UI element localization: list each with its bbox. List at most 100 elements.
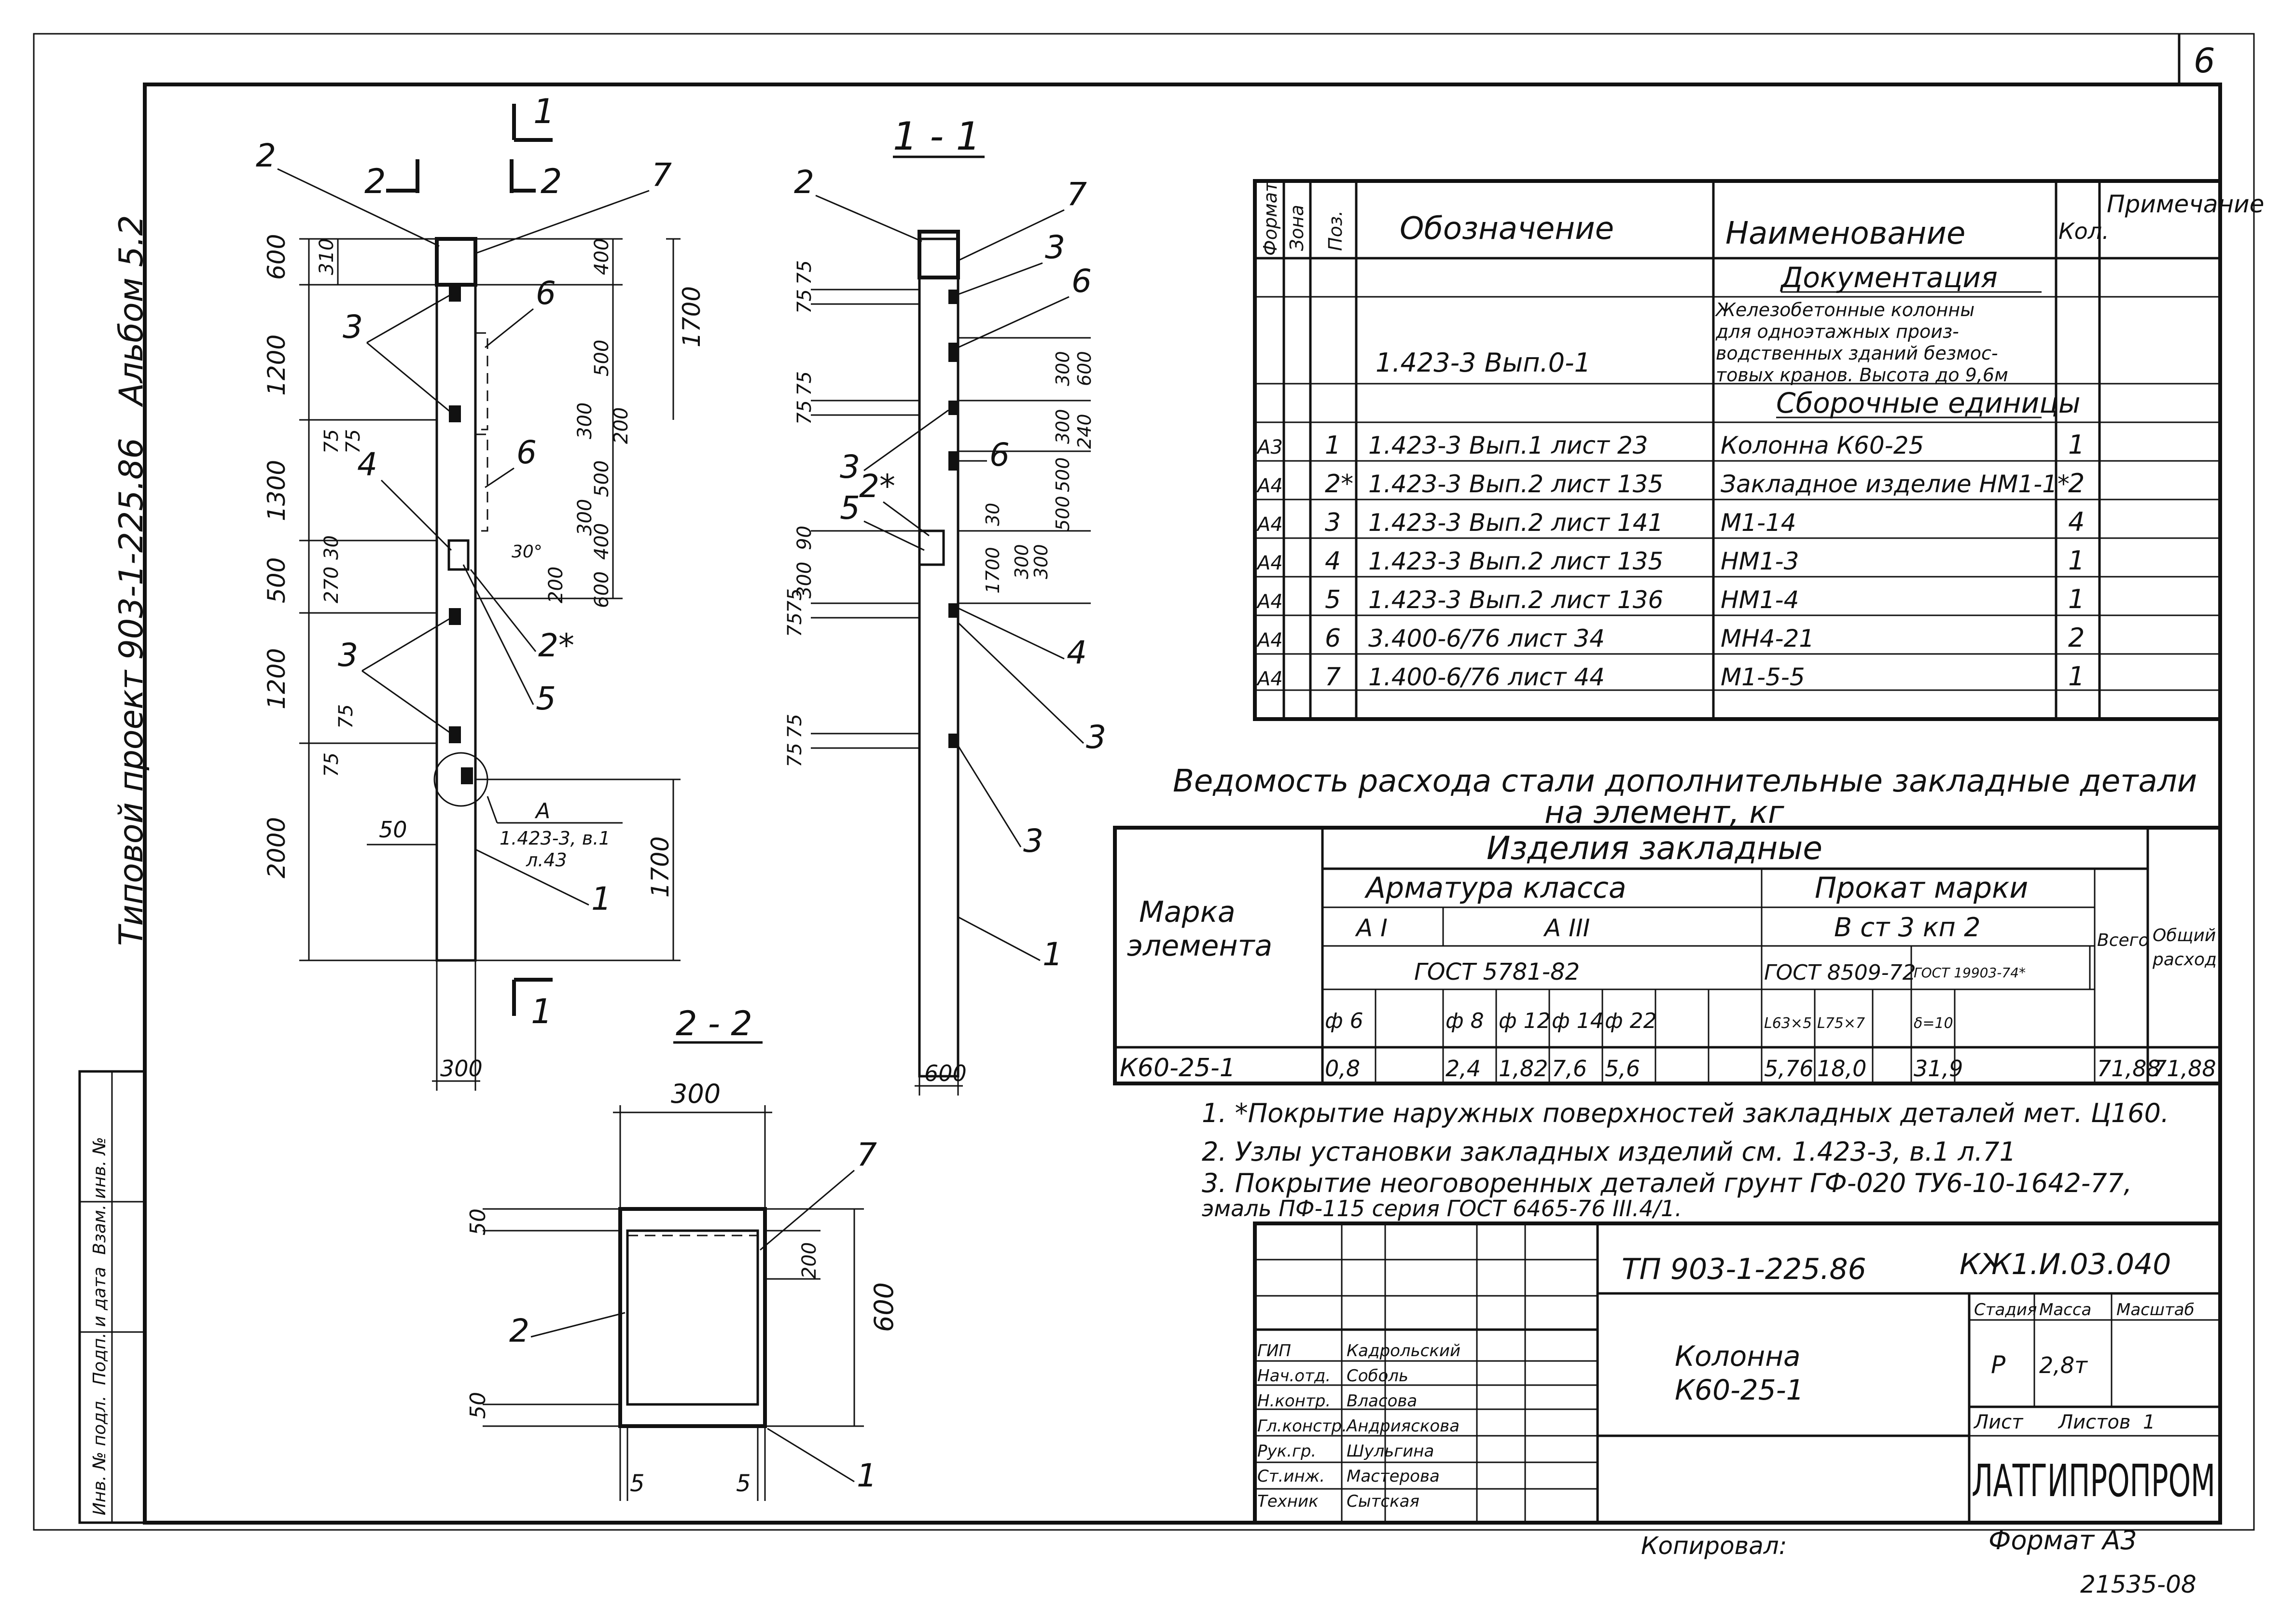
tb-role: ГИП xyxy=(1257,1341,1291,1360)
svg-text:расход: расход xyxy=(2152,950,2217,970)
svg-text:для одноэтажных произ-: для одноэтажных произ- xyxy=(1715,321,1959,342)
svg-text:Поз.: Поз. xyxy=(1325,210,1346,251)
svg-text:Обозначение: Обозначение xyxy=(1400,211,1614,247)
svg-text:1 - 1: 1 - 1 xyxy=(893,114,981,159)
svg-text:50: 50 xyxy=(466,1208,490,1235)
svg-text:75: 75 xyxy=(784,714,806,738)
svg-text:7: 7 xyxy=(1067,176,1087,213)
svg-text:6: 6 xyxy=(989,436,1010,473)
svg-text:270: 270 xyxy=(320,567,343,603)
steel-value: 5,76 xyxy=(1764,1055,1813,1082)
spec-row-qty: 2 xyxy=(2068,623,2085,653)
svg-text:500: 500 xyxy=(591,340,613,376)
svg-text:300: 300 xyxy=(574,499,596,536)
svg-text:300: 300 xyxy=(1052,409,1073,444)
svg-text:2: 2 xyxy=(256,137,276,174)
svg-text:л.43: л.43 xyxy=(526,849,567,871)
spec-row-name: Колонна К60-25 xyxy=(1721,431,1924,459)
project-label: Типовой проект 903-1-225.86 xyxy=(112,438,151,946)
svg-text:30°: 30° xyxy=(512,542,542,562)
svg-text:30: 30 xyxy=(320,535,343,560)
svg-text:1700: 1700 xyxy=(646,836,674,898)
section-1-1: 1 - 1 600 75 75 75 75 300 90 xyxy=(784,114,1106,1096)
spec-row-qty: 2 xyxy=(2068,468,2085,499)
svg-text:75: 75 xyxy=(793,260,816,285)
steel-table: Ведомость расхода стали дополнительные з… xyxy=(1113,763,2222,1085)
svg-text:75: 75 xyxy=(793,400,816,425)
tb-person: Соболь xyxy=(1347,1366,1408,1386)
svg-text:1: 1 xyxy=(533,92,555,131)
svg-text:1: 1 xyxy=(591,880,612,917)
svg-text:В ст 3 кп 2: В ст 3 кп 2 xyxy=(1834,912,1981,943)
svg-text:71,88: 71,88 xyxy=(2153,1055,2216,1082)
svg-text:3: 3 xyxy=(1045,229,1065,266)
svg-text:1: 1 xyxy=(531,992,553,1031)
svg-text:50: 50 xyxy=(379,817,407,843)
svg-text:300: 300 xyxy=(671,1079,721,1109)
svg-text:А III: А III xyxy=(1543,914,1590,942)
spec-row-designation: 1.423-3 Вып.2 лист 135 xyxy=(1368,470,1663,498)
steel-size-header: ф 8 xyxy=(1446,1009,1484,1033)
svg-text:товых кранов. Высота до 9,6м: товых кранов. Высота до 9,6м xyxy=(1716,364,2008,386)
svg-text:эмаль ПФ-115 серия ГОСТ 6465-: эмаль ПФ-115 серия ГОСТ 6465-76 III.4/1. xyxy=(1202,1195,1682,1221)
svg-text:1.423-3, в.1: 1.423-3, в.1 xyxy=(500,828,610,849)
svg-text:300: 300 xyxy=(1030,544,1052,579)
svg-text:71,88: 71,88 xyxy=(2097,1055,2161,1082)
steel-size-header: ф 6 xyxy=(1325,1009,1363,1033)
svg-text:1. *Покрытие наружных поверхн: 1. *Покрытие наружных поверхностей закла… xyxy=(1202,1098,2169,1128)
spec-row-designation: 1.423-3 Вып.1 лист 23 xyxy=(1368,431,1648,459)
elev-width-dim: 300 xyxy=(440,1055,483,1082)
svg-text:Прокат марки: Прокат марки xyxy=(1815,871,2028,905)
steel-value: 18,0 xyxy=(1817,1055,1866,1082)
tb-role: Нач.отд. xyxy=(1257,1366,1331,1386)
svg-text:Инв. № подл.: Инв. № подл. xyxy=(90,1396,110,1515)
svg-text:Арматура класса: Арматура класса xyxy=(1364,871,1627,905)
svg-text:75: 75 xyxy=(342,429,364,454)
tb-role: Рук.гр. xyxy=(1257,1442,1316,1461)
svg-text:75: 75 xyxy=(320,429,343,454)
steel-size-header: ф 22 xyxy=(1605,1009,1657,1033)
svg-text:200: 200 xyxy=(610,407,632,444)
svg-text:водственных зданий безмос-: водственных зданий безмос- xyxy=(1716,343,1998,364)
section-2-2: 2 - 2 300 600 50 50 200 5 5 7 2 1 xyxy=(466,1004,899,1501)
svg-text:К60-25-1: К60-25-1 xyxy=(1675,1374,1804,1406)
svg-text:200: 200 xyxy=(798,1242,820,1279)
spec-row-format: А3 xyxy=(1256,436,1283,458)
svg-text:75: 75 xyxy=(335,704,357,729)
svg-text:Масштаб: Масштаб xyxy=(2116,1300,2195,1319)
spec-row-format: А4 xyxy=(1256,591,1283,613)
svg-text:90: 90 xyxy=(793,526,816,550)
svg-text:6: 6 xyxy=(536,275,556,312)
column-elevation xyxy=(435,237,477,962)
svg-text:ТП 903-1-225.86: ТП 903-1-225.86 xyxy=(1622,1252,1866,1286)
svg-text:Примечание: Примечание xyxy=(2107,190,2264,218)
svg-text:Р: Р xyxy=(1991,1351,2006,1379)
svg-text:4: 4 xyxy=(1067,634,1087,671)
svg-text:5: 5 xyxy=(736,1470,751,1497)
svg-text:2. Узлы установки закладных и: 2. Узлы установки закладных изделий см. … xyxy=(1202,1137,2016,1167)
svg-text:300: 300 xyxy=(1011,544,1032,579)
svg-text:Марка: Марка xyxy=(1139,895,1236,929)
svg-text:3: 3 xyxy=(338,637,358,674)
spec-row-pos: 1 xyxy=(1325,431,1341,460)
steel-value: 5,6 xyxy=(1605,1055,1640,1082)
side-stamp: Инв. № подл. Подп. и дата Взам. инв. № xyxy=(78,1070,146,1524)
tb-person: Мастерова xyxy=(1347,1467,1440,1486)
steel-value: 31,9 xyxy=(1914,1055,1963,1082)
svg-text:1300: 1300 xyxy=(263,460,291,521)
steel-size-header: L75×7 xyxy=(1817,1015,1865,1032)
svg-text:Лист: Лист xyxy=(1973,1411,2024,1433)
svg-text:А I: А I xyxy=(1355,914,1388,942)
svg-text:2 - 2: 2 - 2 xyxy=(676,1004,752,1043)
svg-text:1200: 1200 xyxy=(263,334,291,396)
steel-size-header: ф 14 xyxy=(1552,1009,1604,1033)
spec-row-name: Закладное изделие НМ1-1* xyxy=(1721,470,2070,498)
svg-text:2: 2 xyxy=(794,164,814,201)
svg-text:240: 240 xyxy=(1074,414,1095,449)
spec-row-name: М1-14 xyxy=(1721,509,1796,537)
notes: 1. *Покрытие наружных поверхностей закла… xyxy=(1202,1098,2169,1221)
svg-text:4: 4 xyxy=(357,446,377,483)
